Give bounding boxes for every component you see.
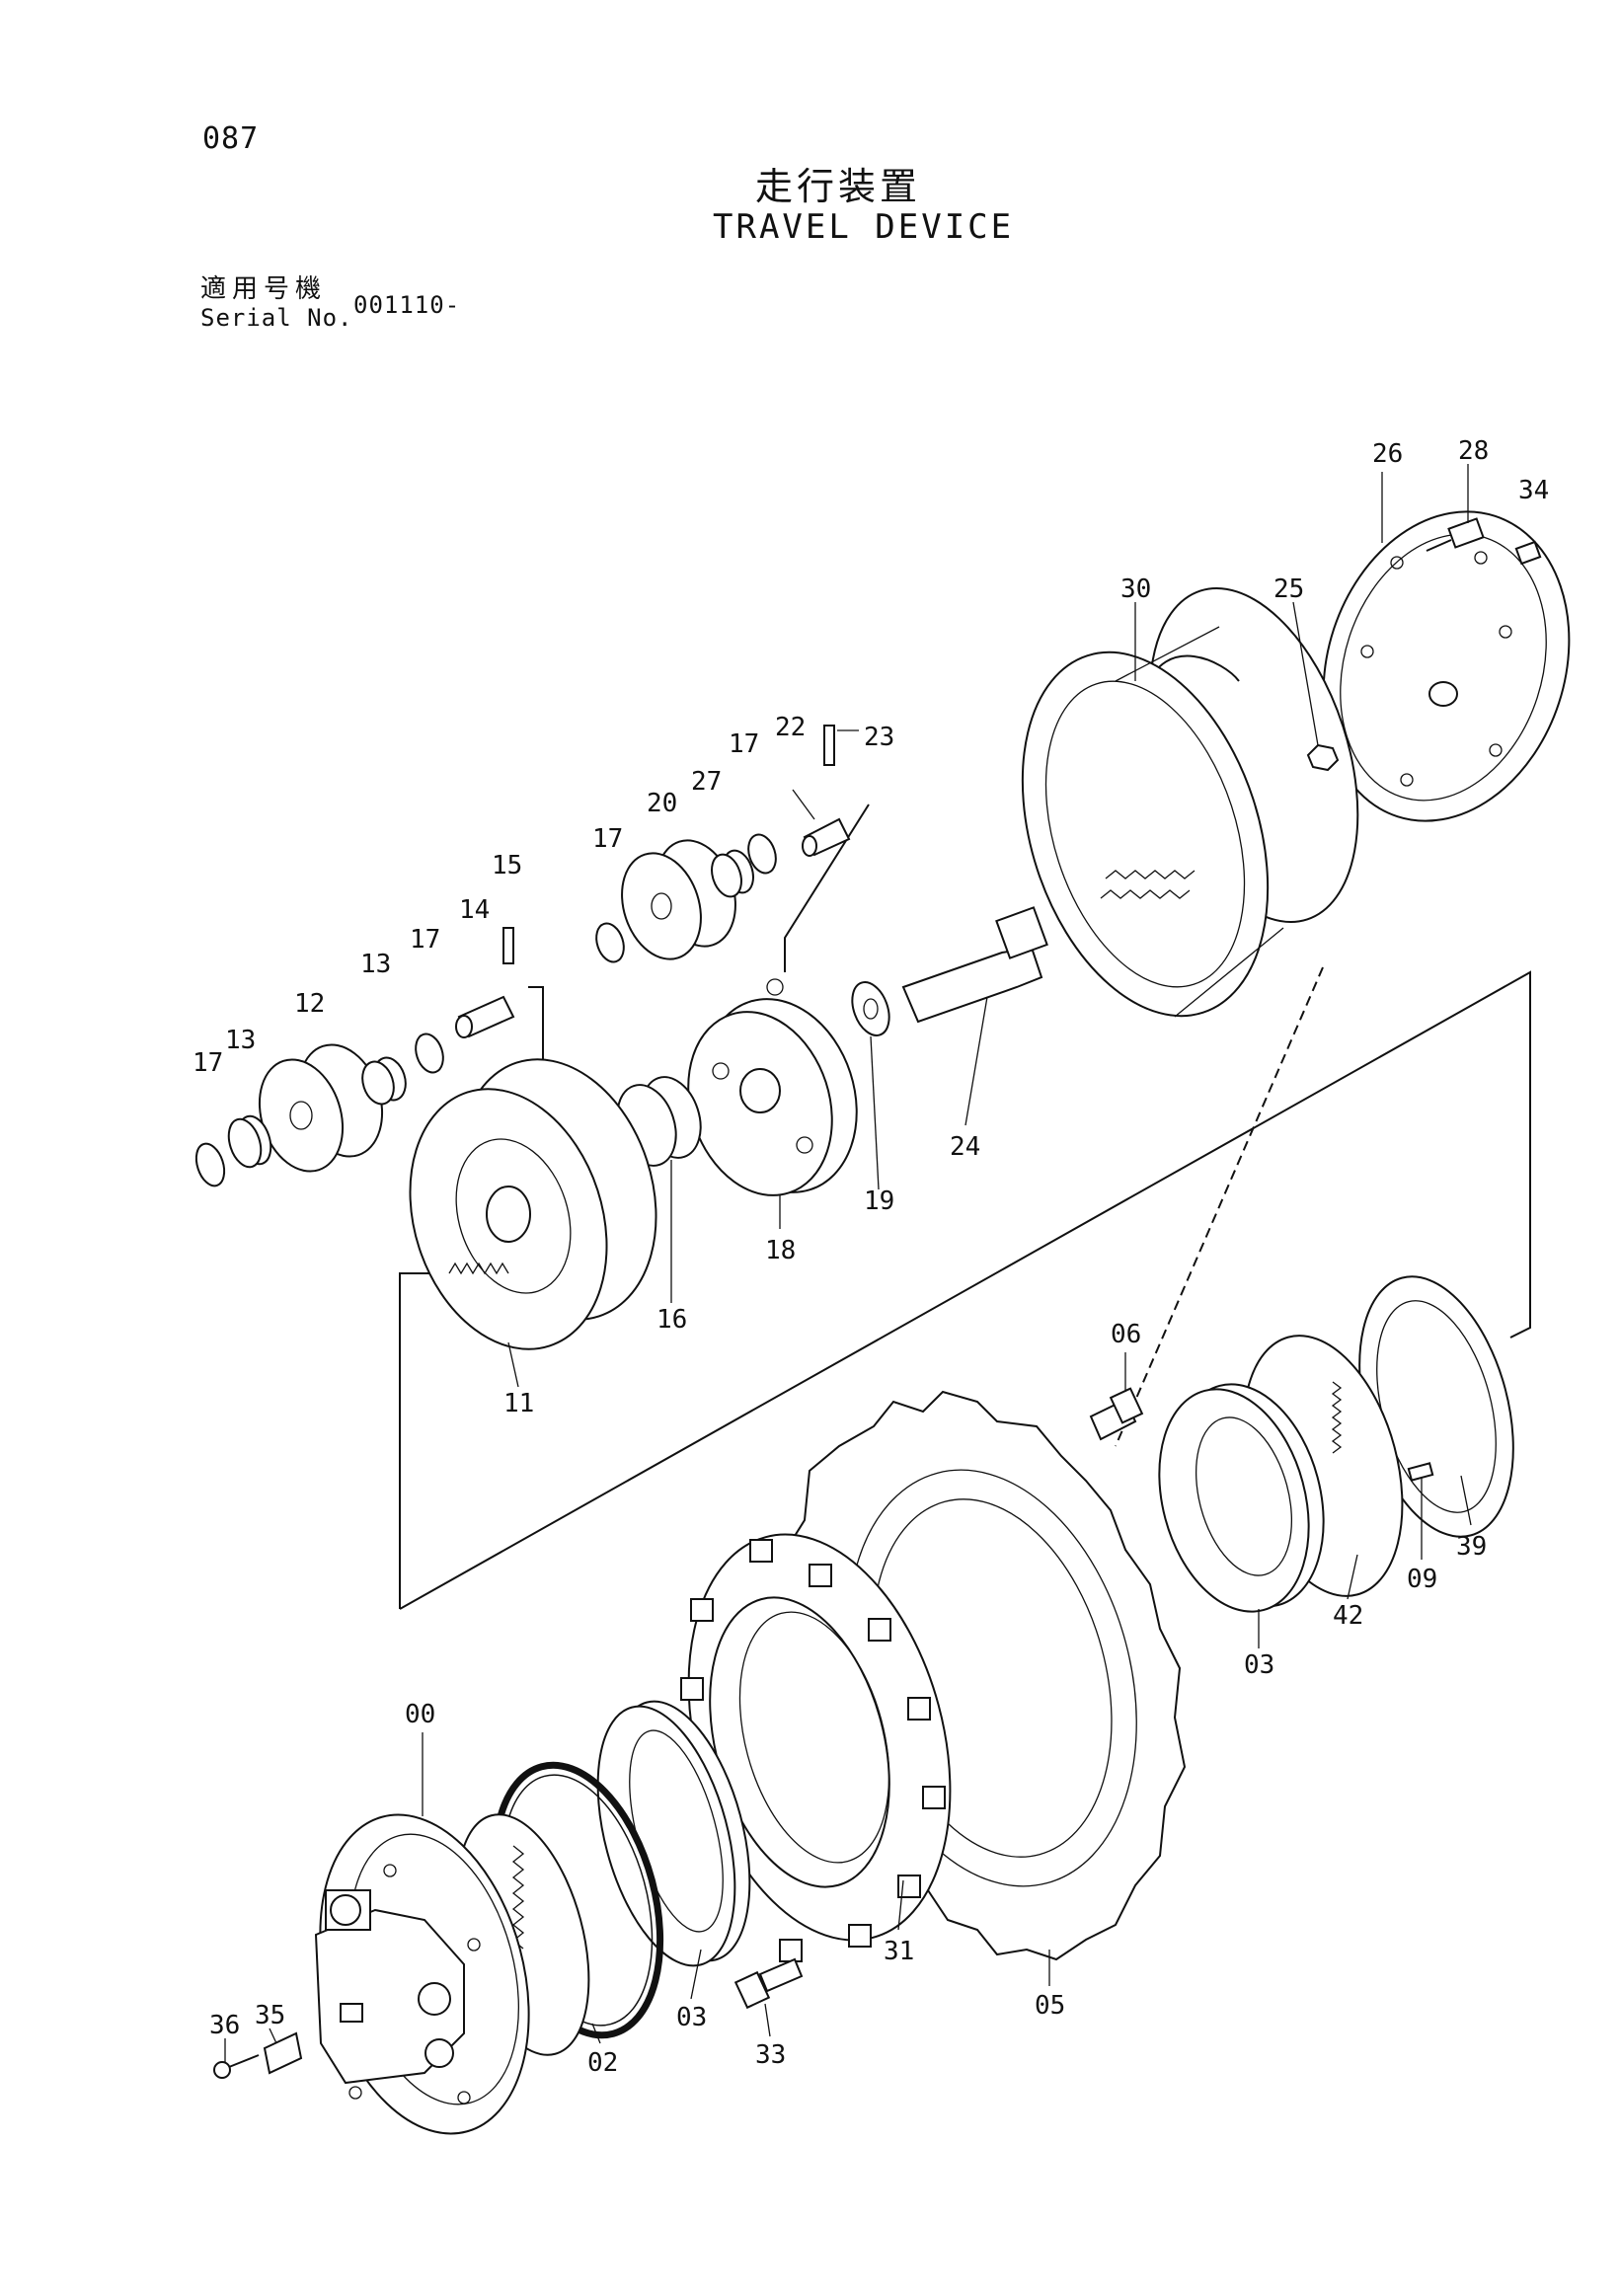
part-11-hub <box>409 1058 657 1350</box>
callout-35: 35 <box>255 2001 285 2030</box>
callout-36: 36 <box>209 2011 240 2040</box>
part-18-carrier <box>687 978 858 1196</box>
callout-06: 06 <box>1111 1320 1141 1349</box>
part-00-travel-motor <box>314 1813 590 2135</box>
part-19-washer <box>851 981 890 1036</box>
part-23-spring-pin <box>823 725 835 766</box>
callout-42: 42 <box>1333 1601 1363 1631</box>
part-13-bearing-left <box>227 1114 272 1169</box>
page-title-jp: 走行装置 <box>755 165 922 208</box>
callout-31: 31 <box>884 1937 914 1966</box>
callouts: 26 28 34 25 30 22 23 17 27 20 17 15 14 1… <box>193 436 1549 2078</box>
callout-26: 26 <box>1372 439 1403 469</box>
part-17-washer-c <box>595 922 625 963</box>
callout-11: 11 <box>503 1389 534 1418</box>
callout-27: 27 <box>691 767 722 797</box>
part-17-washer-d <box>747 833 777 875</box>
part-22-shaft-pin <box>802 817 851 857</box>
callout-15: 15 <box>492 851 522 880</box>
part-15-spring-pin <box>502 927 514 964</box>
callout-19: 19 <box>864 1186 894 1216</box>
serial-value: 001110- <box>353 291 461 319</box>
serial-label: Serial No. <box>200 304 353 332</box>
callout-39: 39 <box>1456 1532 1487 1562</box>
part-24-shaft <box>901 906 1048 1024</box>
callout-05: 05 <box>1035 1991 1065 2021</box>
part-25-nut <box>1306 743 1340 772</box>
callout-00: 00 <box>405 1700 435 1729</box>
callout-09: 09 <box>1407 1565 1437 1594</box>
part-03-seal-upper <box>1158 1383 1325 1613</box>
callout-17-a: 17 <box>193 1048 223 1078</box>
callout-03-lower: 03 <box>676 2003 707 2032</box>
callout-17-c: 17 <box>592 824 623 854</box>
callout-13-a: 13 <box>225 1026 256 1055</box>
callout-02: 02 <box>587 2048 618 2078</box>
page-number: 087 <box>202 121 260 156</box>
part-34-plug <box>1514 540 1542 566</box>
part-35-cover-plate <box>263 2031 303 2075</box>
callout-34: 34 <box>1518 476 1549 505</box>
callout-17-d: 17 <box>729 729 759 759</box>
leader-lines <box>224 464 1472 2063</box>
callout-13-b: 13 <box>360 950 391 979</box>
callout-18: 18 <box>765 1236 796 1265</box>
part-26-cover <box>1322 510 1571 822</box>
callout-17-b: 17 <box>410 925 440 955</box>
serial-label-jp: 適用号機 <box>200 274 328 304</box>
callout-03-upper: 03 <box>1244 1650 1274 1680</box>
part-31-drum <box>680 1533 952 1962</box>
part-28-bolt <box>1426 517 1485 552</box>
callout-16: 16 <box>656 1305 687 1335</box>
part-33-bolt <box>733 1957 804 2010</box>
part-20-planet-gear <box>621 839 736 960</box>
callout-25: 25 <box>1273 574 1304 604</box>
part-09-pin <box>1407 1462 1434 1482</box>
callout-20: 20 <box>647 789 677 818</box>
part-14-shaft-pin <box>455 995 515 1038</box>
callout-22: 22 <box>775 713 806 742</box>
part-12-planet-gear <box>258 1043 384 1173</box>
callout-23: 23 <box>864 723 894 752</box>
part-27-bearing <box>711 849 754 898</box>
callout-28: 28 <box>1458 436 1489 466</box>
part-06-bolt <box>1089 1387 1144 1441</box>
part-13-bearing-right <box>361 1056 407 1106</box>
part-17-washer-b <box>415 1033 444 1074</box>
page-title: TRAVEL DEVICE <box>713 207 1015 247</box>
callout-12: 12 <box>294 989 325 1019</box>
callout-33: 33 <box>755 2040 786 2070</box>
callout-30: 30 <box>1120 574 1151 604</box>
callout-24: 24 <box>950 1132 980 1162</box>
callout-14: 14 <box>459 895 490 925</box>
part-36-bolt <box>213 2054 260 2079</box>
part-17-washer-a <box>194 1142 226 1187</box>
